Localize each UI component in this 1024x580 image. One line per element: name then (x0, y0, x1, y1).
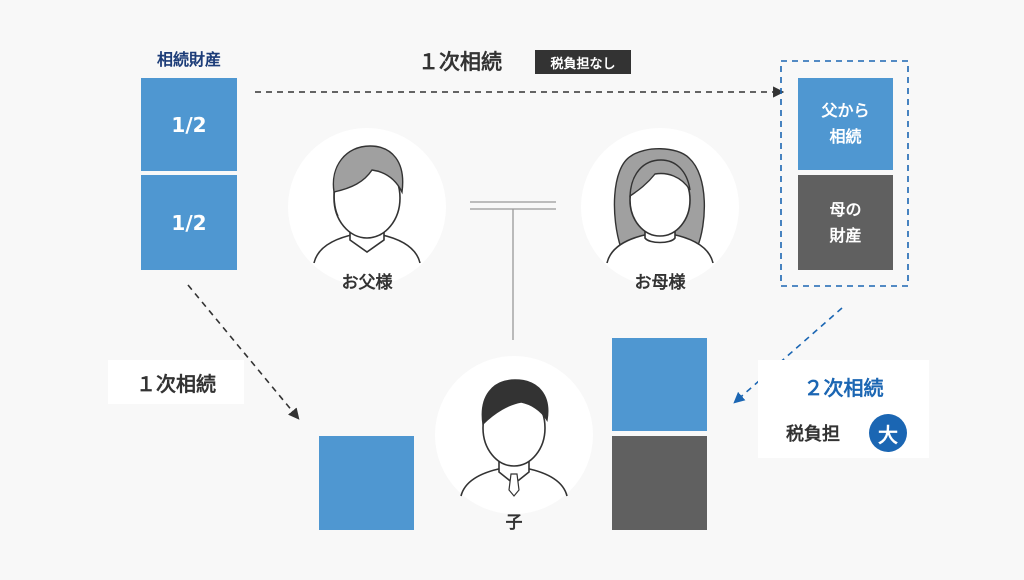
first-inheritance-label: １次相続 (418, 50, 502, 74)
inherited-from-father-box: 父から 相続 (798, 78, 893, 170)
second-share-from-father-box (612, 338, 707, 431)
arrow-second-inheritance (733, 307, 843, 404)
father-label: お父様 (341, 273, 393, 293)
second-inheritance-label: ２次相続 (803, 376, 884, 400)
mother-own-estate-box: 母の 財産 (798, 175, 893, 270)
tax-burden-label: 税負担 (786, 424, 840, 445)
child-portrait: 子 (435, 356, 593, 533)
father-portrait: お父様 (288, 128, 446, 293)
large-badge: 大 (869, 414, 907, 452)
first-inheritance-left-label: １次相続 (108, 360, 244, 404)
estate-title: 相続財産 (156, 50, 221, 69)
estate-half-bottom: 1/2 (141, 175, 237, 270)
mother-own-estate-line1: 母の (829, 199, 862, 219)
inherited-from-father-line2: 相続 (829, 127, 862, 146)
child-first-share-box (319, 436, 414, 530)
no-tax-burden-tag: 税負担なし (535, 50, 631, 74)
father-avatar-icon (313, 145, 421, 264)
mother-own-estate-line2: 財産 (829, 225, 862, 245)
arrow-first-inheritance-left (187, 284, 300, 420)
inherited-from-father-line1: 父から (821, 101, 870, 120)
child-label: 子 (505, 513, 523, 533)
mother-avatar-icon (606, 148, 714, 264)
mother-label: お母様 (634, 273, 686, 293)
mother-portrait: お母様 (581, 128, 739, 293)
second-inheritance-card: ２次相続 税負担 大 (758, 360, 929, 458)
estate-half-top: 1/2 (141, 78, 237, 171)
second-share-mother-own-box (612, 436, 707, 530)
child-avatar-icon (460, 379, 568, 497)
